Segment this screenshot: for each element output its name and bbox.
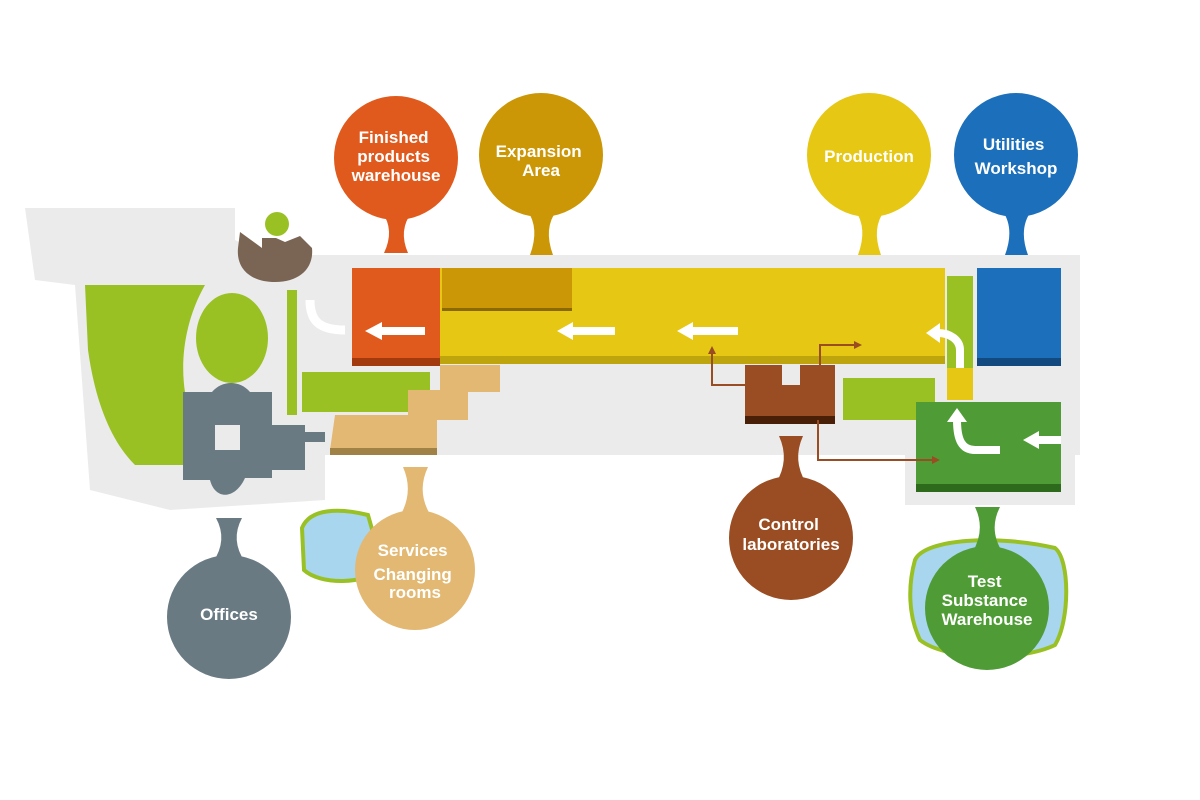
lab-link-down (817, 420, 940, 464)
callout-test-substance-warehouse: Test Substance Warehouse (925, 507, 1049, 670)
callout-bubble-finished-products (334, 96, 458, 220)
material-flow-arrows (305, 299, 1061, 454)
lab-link-right (819, 341, 862, 365)
lab-links (708, 341, 940, 464)
flow-arrow-inner-head (947, 408, 967, 422)
production-hall-edge (440, 356, 945, 364)
callout-bubble-services (355, 510, 475, 630)
gatehouse-building (237, 232, 313, 282)
flow-arrow-production-right (677, 322, 738, 340)
callout-label-test-substance: Test Substance Warehouse (941, 572, 1032, 629)
finished-products-block (352, 268, 440, 366)
green-strip (287, 290, 297, 415)
lab-link-left (708, 346, 750, 386)
production-connector (947, 368, 973, 400)
callout-expansion-area: Expansion Area (479, 93, 603, 255)
callout-finished-products-warehouse: Finished products warehouse (334, 96, 458, 253)
callout-label-offices: Offices (200, 605, 258, 624)
callout-bubble-offices (167, 555, 291, 679)
gatehouse-marker (265, 212, 289, 236)
callout-bubble-utilities (954, 93, 1078, 217)
control-labs-block (745, 365, 835, 424)
finished-products-block-edge (352, 358, 440, 366)
expansion-block (442, 268, 572, 311)
expansion-block-fill (442, 268, 572, 310)
flow-arrow-production-left (557, 322, 615, 340)
control-labs-block-edge (745, 416, 835, 424)
callout-label-utilities: Utilities Workshop (975, 135, 1058, 178)
callout-tail-finished-products (382, 212, 412, 253)
callout-production: Production (807, 93, 931, 255)
callout-bubble-expansion (479, 93, 603, 217)
gatehouse (237, 212, 313, 282)
green-oval (196, 293, 268, 383)
callout-label-production: Production (824, 147, 914, 166)
flow-arrow-up-head (926, 323, 940, 343)
green-area-west (85, 285, 205, 465)
green-spaces (85, 276, 973, 465)
callout-tail-expansion (527, 210, 557, 255)
callout-tail-test-substance (972, 507, 1003, 553)
callout-tail-services (400, 467, 431, 516)
callout-label-finished-products: Finished products warehouse (351, 128, 441, 185)
callout-tail-offices (213, 518, 245, 562)
offices-building (183, 383, 325, 495)
utilities-block-fill (977, 268, 1061, 360)
callout-control-laboratories: Control laboratories (729, 436, 853, 600)
callout-tail-control-labs (776, 436, 806, 483)
callout-tail-utilities (1002, 210, 1032, 255)
callout-bubble-test-substance (925, 546, 1049, 670)
test-substance-block-edge (916, 484, 1061, 492)
finished-products-block-fill (352, 268, 440, 360)
callout-bubble-control-labs (729, 476, 853, 600)
utilities-block-edge (977, 358, 1061, 366)
callout-utilities-workshop: Utilities Workshop (954, 93, 1078, 255)
expansion-block-edge (442, 308, 572, 311)
flow-arrow-finished (365, 322, 425, 340)
control-labs-block-fill (745, 365, 835, 418)
services-building-shape (330, 365, 500, 450)
services-building (330, 365, 500, 455)
offices-building-shape (183, 383, 325, 495)
offices-courtyard (215, 425, 240, 450)
utilities-block (977, 268, 1061, 366)
services-building-edge (330, 448, 437, 455)
callout-services-changing-rooms: Services Changing rooms (355, 467, 475, 630)
callout-offices: Offices (167, 518, 291, 679)
flow-arrow-exit-curve (305, 299, 346, 335)
callout-label-control-labs: Control laboratories (742, 515, 839, 554)
callout-bubble-production (807, 93, 931, 217)
flow-arrow-inner-curve (953, 419, 1000, 454)
flow-arrow-up-curve (937, 329, 964, 368)
callout-label-expansion: Expansion Area (496, 142, 587, 180)
callout-tail-production (855, 210, 885, 255)
flow-arrow-test-substance (1023, 431, 1061, 449)
callout-label-services: Services Changing rooms (373, 541, 456, 602)
